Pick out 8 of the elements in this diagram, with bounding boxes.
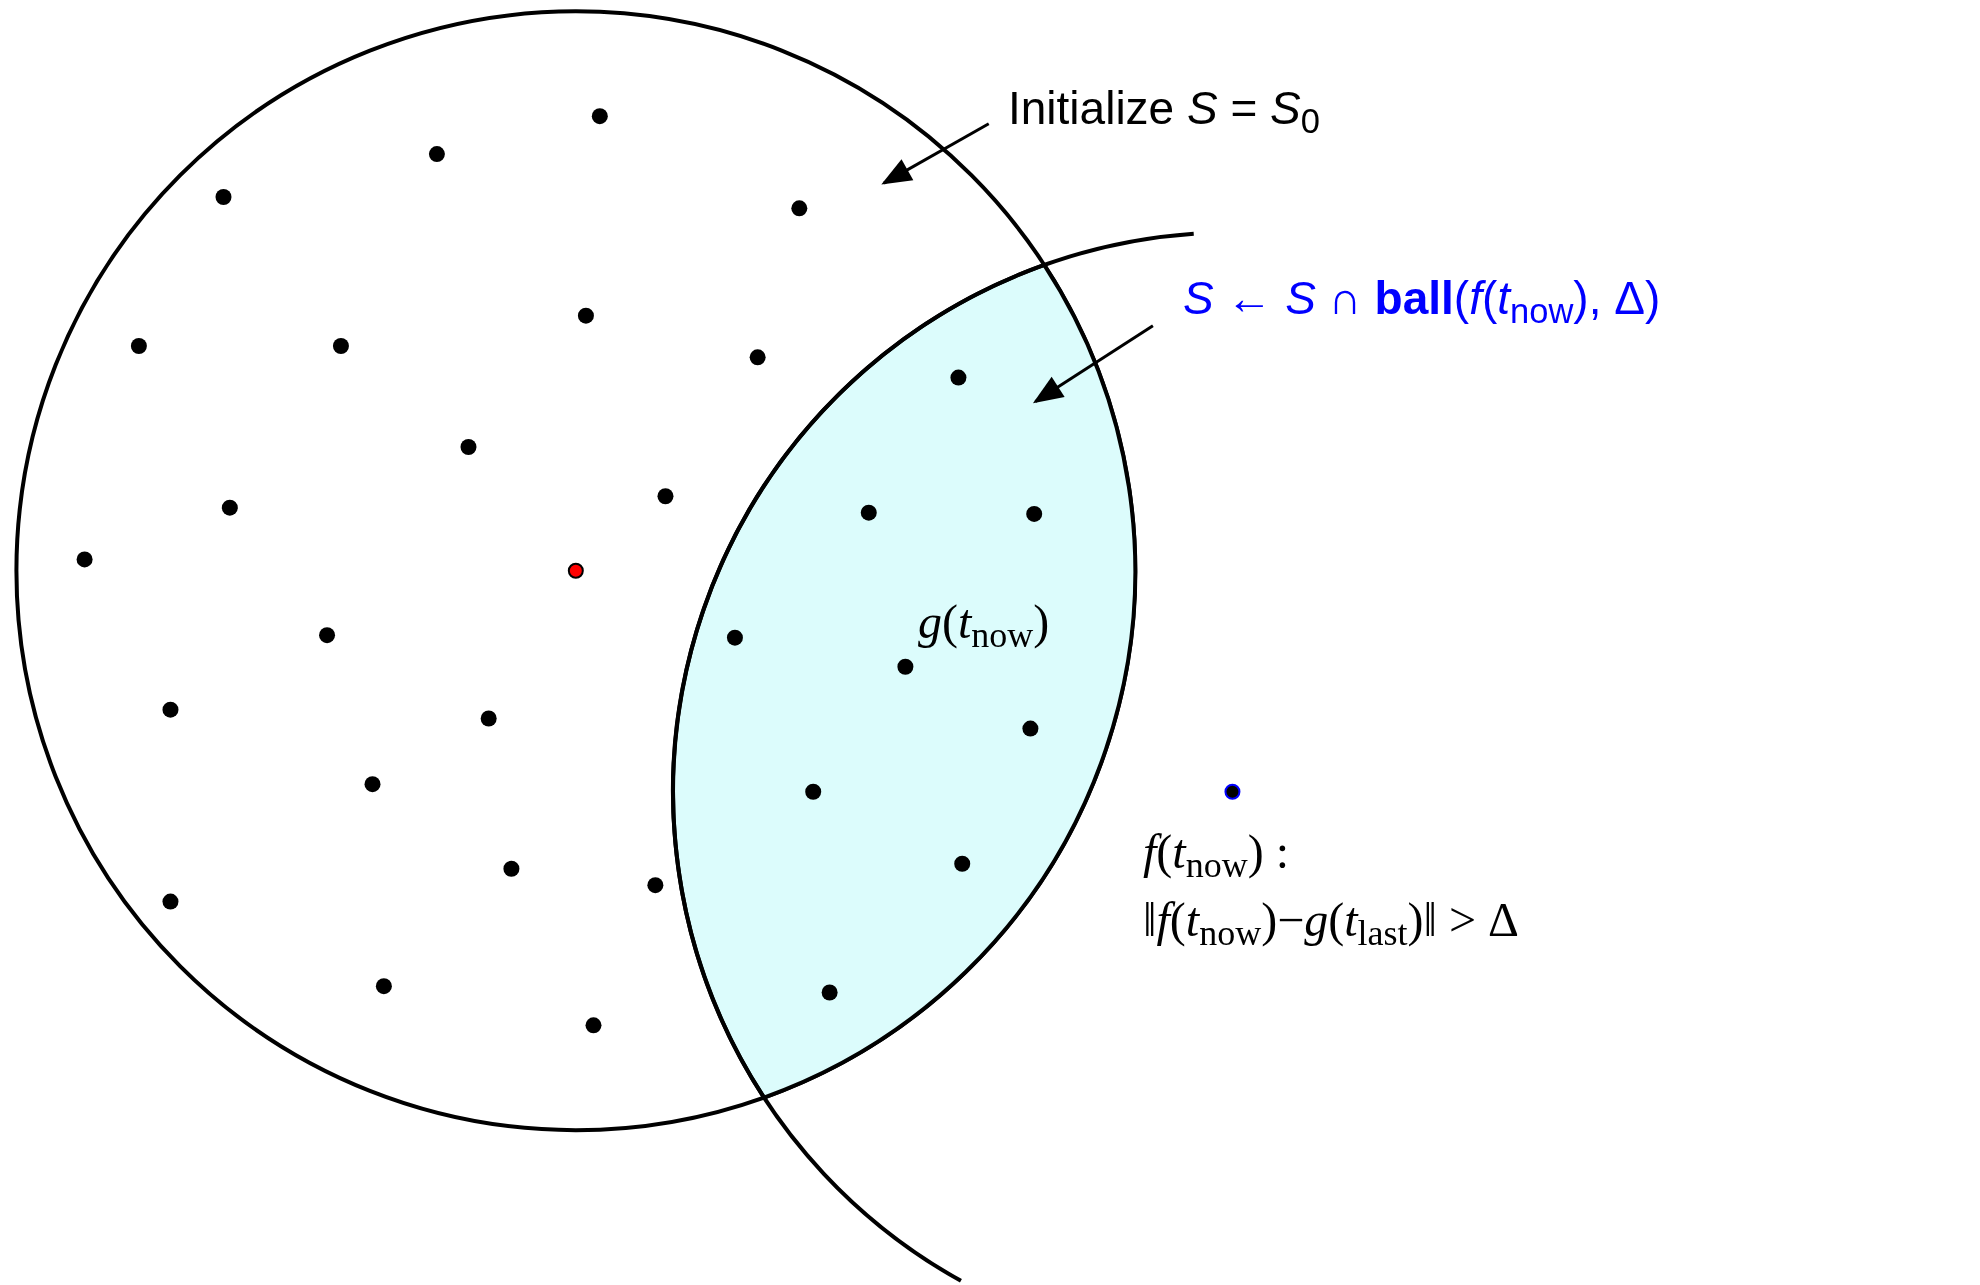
shaded-intersection-region <box>672 262 1137 1100</box>
math-label: ‖f(t$_{now}$)−g(t$_{last}$)‖ > Δ <box>1143 892 1519 950</box>
annotation-text: S ← S ∩ ball(f(t$_{now}$), Δ) <box>1183 270 1661 328</box>
arrow <box>881 122 990 185</box>
math-label: g(t$_{now}$) <box>918 594 1050 652</box>
math-label: f(t$_{now}$) : <box>1143 824 1289 882</box>
annotation-text: Initialize S = S$_{0}$ <box>1008 80 1320 138</box>
arrow <box>1032 324 1154 404</box>
